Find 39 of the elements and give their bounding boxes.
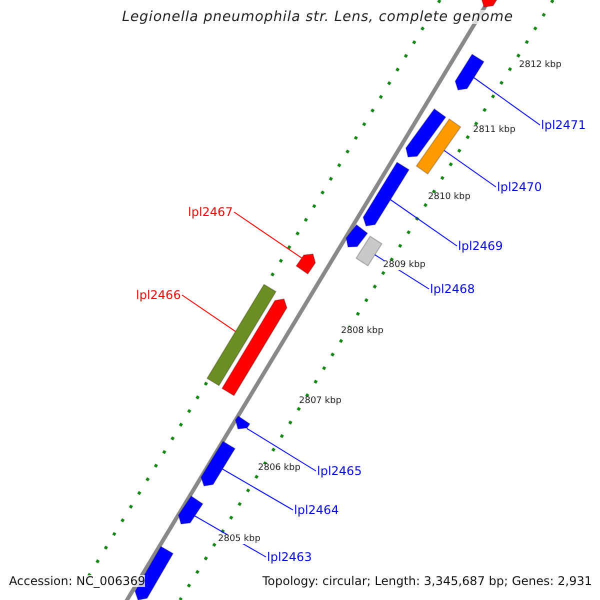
scale-label: 2805 kbp: [218, 535, 260, 544]
gene-block: [355, 236, 383, 266]
gene-block: [416, 118, 462, 175]
gene-label: lpl2465: [317, 465, 362, 477]
gene-block: [346, 224, 368, 248]
gene-block: [178, 495, 204, 525]
gene-label: lpl2471: [541, 119, 586, 131]
gene-block: [454, 54, 485, 91]
leader-line: [182, 294, 236, 332]
gene-block: [362, 162, 410, 227]
title: Legionella pneumophila str. Lens, complete genome: [122, 10, 514, 24]
gene-label: lpl2470: [497, 181, 542, 193]
leader-line: [234, 212, 302, 258]
gene-label: lpl2468: [430, 283, 475, 295]
scale-label: 2810 kbp: [428, 193, 470, 202]
gene-label: lpl2466: [136, 289, 181, 301]
scale-label: 2808 kbp: [341, 327, 384, 336]
gene-block: [234, 415, 250, 430]
gene-block: [221, 298, 288, 396]
leader-line: [444, 150, 496, 188]
scale-label: 2812 kbp: [519, 61, 562, 70]
scale-label: 2811 kbp: [473, 126, 516, 135]
accession-text: Accession: NC_006369: [9, 575, 146, 587]
leader-line: [246, 428, 316, 472]
leader-line: [222, 468, 294, 510]
gene-block: [206, 284, 277, 386]
scale-label: 2807 kbp: [299, 397, 342, 406]
leader-line: [390, 199, 458, 246]
gene-label: lpl2469: [458, 240, 503, 252]
gene-block: [200, 440, 236, 487]
leader-line: [473, 77, 540, 126]
scale-label: 2806 kbp: [258, 464, 300, 473]
gene-label: lpl2464: [294, 504, 339, 516]
gene-label: lpl2463: [267, 551, 312, 563]
gene-block: [405, 108, 446, 158]
scale-label: 2809 kbp: [383, 261, 426, 270]
gene-label: lpl2467: [188, 206, 233, 218]
gene-block: [296, 253, 316, 275]
genome-summary: Topology: circular; Length: 3,345,687 bp; Genes: 2,931: [262, 575, 592, 587]
